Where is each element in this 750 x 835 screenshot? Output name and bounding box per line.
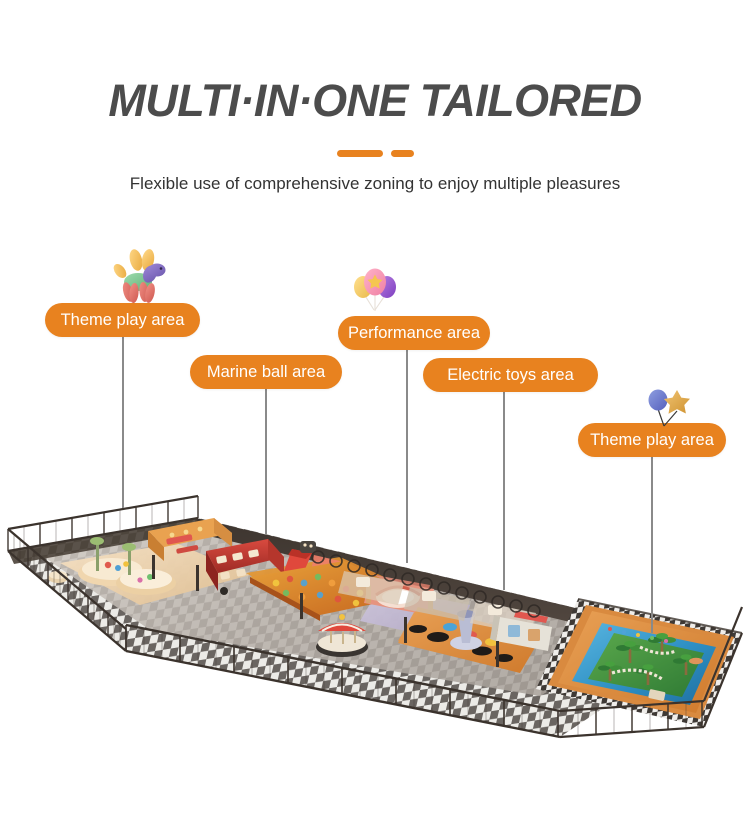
carousel — [316, 614, 368, 657]
callout-label: Electric toys area — [447, 366, 574, 384]
callout-electric-toys-area[interactable]: Electric toys area — [423, 358, 598, 392]
leader-line-performance — [406, 349, 408, 563]
callout-performance-area[interactable]: Performance area — [338, 316, 490, 350]
callout-label: Theme play area — [60, 311, 185, 329]
callout-label: Marine ball area — [206, 363, 326, 381]
perimeter-fence — [7, 494, 744, 739]
title-divider — [0, 148, 750, 158]
divider-bar-long — [336, 149, 383, 157]
page-subtitle: Flexible use of comprehensive zoning to … — [129, 174, 621, 193]
electric-toys-zone — [398, 607, 540, 673]
entrance-arch — [148, 518, 232, 561]
callout-theme-play-area-right[interactable]: Theme play area — [578, 423, 726, 457]
structure-theme-play-left — [48, 537, 176, 595]
balloon-cluster-icon — [352, 266, 400, 320]
leader-line-marine-ball — [265, 388, 267, 534]
leader-line-theme-play-left — [122, 336, 124, 508]
red-bus-structure — [206, 539, 284, 595]
balloon-dog-icon — [108, 249, 170, 307]
header-block: MULTI·IN·ONE TAILORED Flexible use of co… — [0, 0, 750, 210]
leader-line-electric-toys — [503, 392, 505, 590]
playground-render — [0, 465, 750, 795]
support-columns — [152, 555, 499, 667]
page-title: MULTI·IN·ONE TAILORED — [108, 75, 642, 126]
callout-marine-ball-area[interactable]: Marine ball area — [190, 355, 342, 389]
ceiling-rings — [311, 550, 541, 618]
kiosk-row — [490, 611, 552, 651]
jungle-pool-zone — [536, 599, 742, 727]
leader-line-theme-play-right — [651, 457, 653, 633]
balloon-star-icon — [644, 386, 694, 430]
callout-label: Performance area — [347, 324, 481, 342]
callout-label: Theme play area — [590, 431, 714, 449]
callout-theme-play-area-left[interactable]: Theme play area — [45, 303, 200, 337]
divider-bar-short — [390, 149, 414, 157]
playground-svg — [7, 494, 744, 739]
